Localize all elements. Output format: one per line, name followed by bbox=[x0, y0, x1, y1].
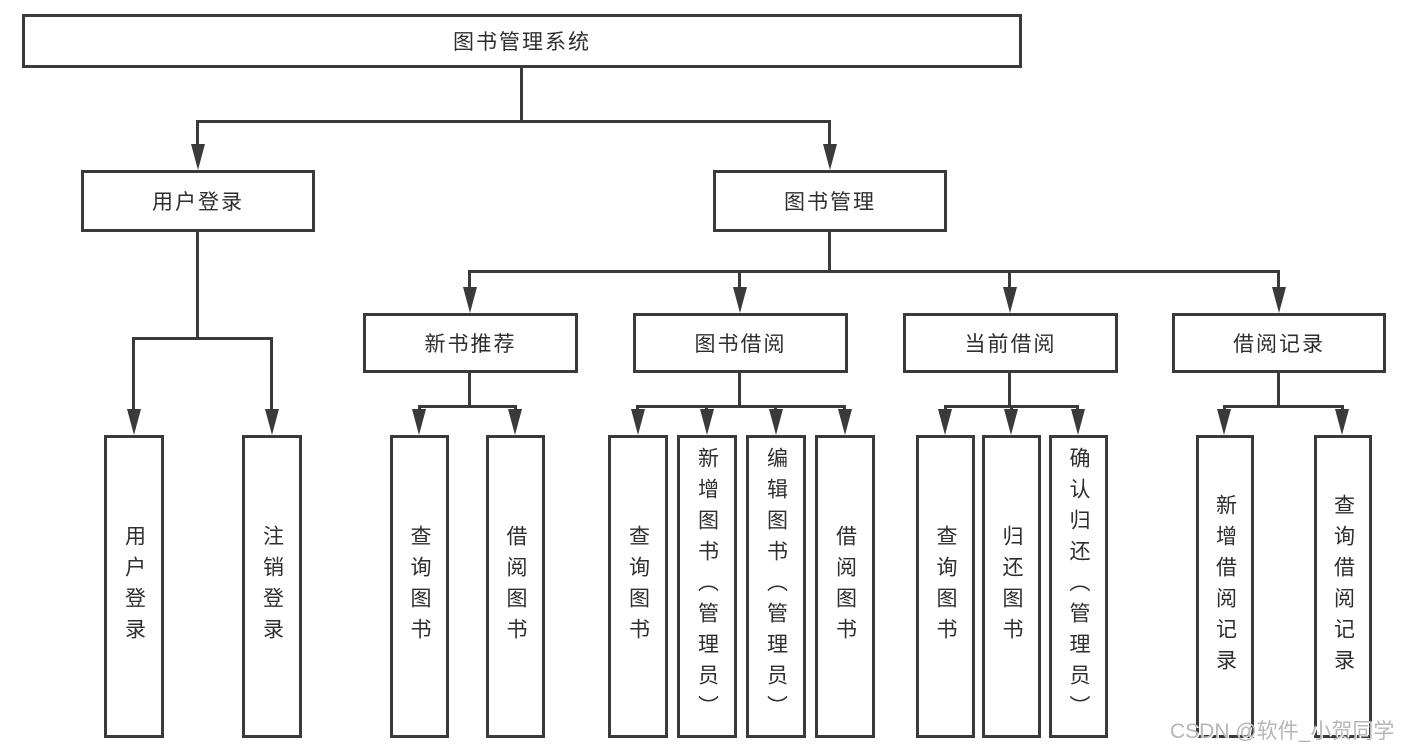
leaf-logout-label: 注销登录 bbox=[260, 524, 284, 649]
node-current-borrow-label: 当前借阅 bbox=[964, 333, 1057, 356]
connector-arrow-down-icon bbox=[508, 409, 522, 435]
connector-arrow-down-icon bbox=[1272, 287, 1286, 313]
connector-line bbox=[1008, 373, 1011, 408]
connector-line bbox=[196, 120, 199, 146]
leaf-add-book-admin-label: 新增图书（管理员） bbox=[695, 447, 719, 726]
leaf-confirm-return-admin: 确认归还（管理员） bbox=[1049, 435, 1108, 738]
leaf-borrow-books-recommend: 借阅图书 bbox=[486, 435, 545, 738]
leaf-confirm-return-admin-label: 确认归还（管理员） bbox=[1067, 447, 1090, 726]
leaf-return-books-label: 归还图书 bbox=[1000, 524, 1023, 649]
connector-line bbox=[828, 232, 831, 273]
leaf-add-borrow-record: 新增借阅记录 bbox=[1196, 435, 1254, 738]
connector-line bbox=[636, 405, 846, 408]
node-book-borrow-label: 图书借阅 bbox=[694, 333, 787, 356]
leaf-query-borrow-record-label: 查询借阅记录 bbox=[1331, 493, 1355, 680]
connector-arrow-down-icon bbox=[1071, 409, 1085, 435]
connector-line bbox=[520, 68, 523, 120]
node-root: 图书管理系统 bbox=[22, 14, 1022, 68]
connector-arrow-down-icon bbox=[127, 409, 141, 435]
node-new-book-recommend-label: 新书推荐 bbox=[424, 333, 517, 356]
connector-line bbox=[1008, 270, 1011, 289]
leaf-borrow-books: 借阅图书 bbox=[815, 435, 875, 738]
leaf-query-books-recommend-label: 查询图书 bbox=[408, 524, 431, 649]
connector-arrow-down-icon bbox=[631, 409, 645, 435]
leaf-query-books-recommend: 查询图书 bbox=[390, 435, 449, 738]
connector-line bbox=[1277, 270, 1280, 289]
node-user-login: 用户登录 bbox=[81, 170, 315, 232]
connector-line bbox=[468, 373, 471, 408]
csdn-watermark: CSDN @软件_小贺同学 bbox=[1170, 720, 1395, 743]
node-current-borrow: 当前借阅 bbox=[903, 313, 1118, 373]
connector-arrow-down-icon bbox=[412, 409, 426, 435]
connector-arrow-down-icon bbox=[769, 409, 783, 435]
leaf-query-books-borrow-label: 查询图书 bbox=[626, 524, 650, 649]
connector-arrow-down-icon bbox=[1335, 409, 1349, 435]
leaf-edit-book-admin: 编辑图书（管理员） bbox=[746, 435, 806, 738]
leaf-edit-book-admin-label: 编辑图书（管理员） bbox=[764, 447, 788, 726]
leaf-borrow-books-label: 借阅图书 bbox=[833, 524, 857, 649]
node-book-borrow: 图书借阅 bbox=[633, 313, 848, 373]
connector-arrow-down-icon bbox=[265, 409, 279, 435]
node-new-book-recommend: 新书推荐 bbox=[363, 313, 578, 373]
leaf-user-login: 用户登录 bbox=[104, 435, 164, 738]
leaf-add-book-admin: 新增图书（管理员） bbox=[677, 435, 737, 738]
node-borrow-records: 借阅记录 bbox=[1172, 313, 1386, 373]
connector-line bbox=[196, 120, 831, 123]
connector-arrow-down-icon bbox=[823, 144, 837, 170]
leaf-user-login-label: 用户登录 bbox=[122, 524, 146, 649]
connector-line bbox=[828, 120, 831, 146]
leaf-query-borrow-record: 查询借阅记录 bbox=[1314, 435, 1372, 738]
leaf-logout: 注销登录 bbox=[242, 435, 302, 738]
connector-line bbox=[1223, 405, 1344, 408]
node-user-login-label: 用户登录 bbox=[152, 191, 244, 214]
leaf-query-books-borrow: 查询图书 bbox=[608, 435, 668, 738]
leaf-borrow-books-recommend-label: 借阅图书 bbox=[504, 524, 527, 649]
connector-line bbox=[270, 337, 273, 411]
connector-line bbox=[738, 270, 741, 289]
connector-arrow-down-icon bbox=[1004, 409, 1018, 435]
connector-arrow-down-icon bbox=[1217, 409, 1231, 435]
connector-line bbox=[418, 405, 517, 408]
connector-line bbox=[468, 270, 471, 289]
node-borrow-records-label: 借阅记录 bbox=[1233, 333, 1325, 356]
connector-line bbox=[738, 373, 741, 408]
connector-arrow-down-icon bbox=[838, 409, 852, 435]
leaf-query-books-current-label: 查询图书 bbox=[934, 524, 957, 649]
connector-arrow-down-icon bbox=[938, 409, 952, 435]
connector-arrow-down-icon bbox=[463, 287, 477, 313]
connector-line bbox=[1277, 373, 1280, 408]
connector-arrow-down-icon bbox=[733, 287, 747, 313]
connector-line bbox=[132, 337, 273, 340]
node-book-management: 图书管理 bbox=[713, 170, 947, 232]
node-root-label: 图书管理系统 bbox=[453, 31, 591, 54]
leaf-query-books-current: 查询图书 bbox=[916, 435, 975, 738]
connector-arrow-down-icon bbox=[700, 409, 714, 435]
node-book-management-label: 图书管理 bbox=[784, 191, 876, 214]
connector-arrow-down-icon bbox=[191, 144, 205, 170]
connector-arrow-down-icon bbox=[1003, 287, 1017, 313]
connector-line bbox=[468, 270, 1280, 273]
connector-line bbox=[196, 232, 199, 340]
connector-line bbox=[132, 337, 135, 411]
leaf-return-books: 归还图书 bbox=[982, 435, 1041, 738]
leaf-add-borrow-record-label: 新增借阅记录 bbox=[1213, 493, 1237, 680]
